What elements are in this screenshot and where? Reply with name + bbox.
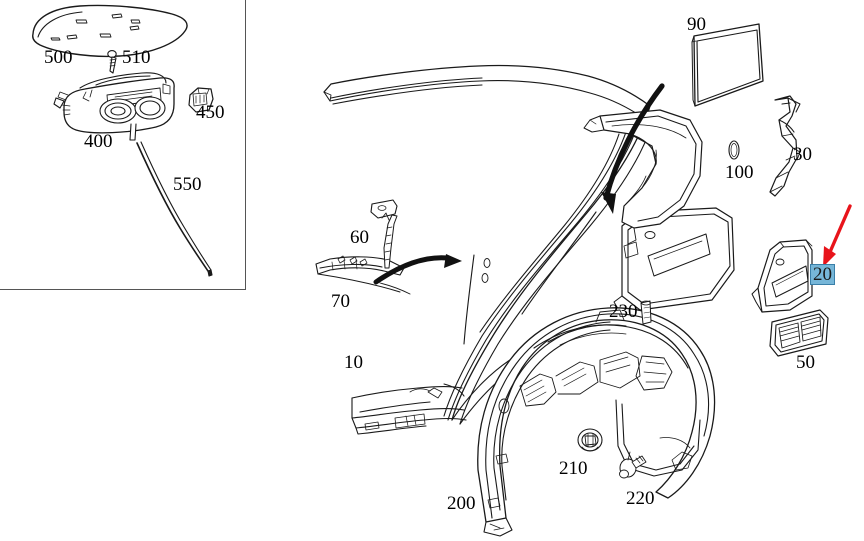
part-450-clip <box>188 87 214 113</box>
part-label-60: 60 <box>350 227 369 248</box>
part-label-200: 200 <box>447 493 476 514</box>
part-label-100: 100 <box>725 162 754 183</box>
part-90-quarter-glass <box>691 23 764 107</box>
part-label-450: 450 <box>196 102 225 123</box>
part-label-230: 230 <box>609 301 638 322</box>
part-label-500: 500 <box>44 47 73 68</box>
red-callout-arrow <box>823 204 852 267</box>
part-220-clip-fastener <box>619 451 647 479</box>
part-inner-reinforcement-panel <box>613 207 735 313</box>
part-100-grommet <box>728 140 740 160</box>
part-label-20-highlighted[interactable]: 20 <box>810 264 835 285</box>
part-inner-wheelhouse-upper <box>583 109 703 245</box>
part-230-dowel-pin <box>640 300 652 325</box>
part-400-mirror-housing <box>53 72 175 141</box>
part-label-510: 510 <box>122 47 151 68</box>
part-label-90: 90 <box>687 14 706 35</box>
part-10-rear-quarter-panel <box>323 64 653 435</box>
part-70-trim-molding <box>315 255 411 295</box>
part-210-expanding-rivet <box>577 428 603 452</box>
part-30-bracket <box>769 95 801 197</box>
part-500-mirror-glass <box>32 4 188 58</box>
part-550-washer-hose <box>136 141 213 277</box>
part-label-70: 70 <box>331 291 350 312</box>
black-assembly-arrow-upper <box>601 83 665 214</box>
part-510-screw <box>107 50 117 74</box>
part-20-reinforcement <box>751 239 813 313</box>
part-label-210: 210 <box>559 458 588 479</box>
part-label-50: 50 <box>796 352 815 373</box>
part-label-220: 220 <box>626 488 655 509</box>
part-label-550: 550 <box>173 174 202 195</box>
part-label-30: 30 <box>793 144 812 165</box>
part-label-10: 10 <box>344 352 363 373</box>
part-label-400: 400 <box>84 131 113 152</box>
black-assembly-arrow-lower <box>373 254 462 285</box>
part-50-vent-grille <box>769 309 829 357</box>
part-200-wheel-arch-liner <box>477 307 716 537</box>
part-60-retaining-pin <box>370 199 398 269</box>
